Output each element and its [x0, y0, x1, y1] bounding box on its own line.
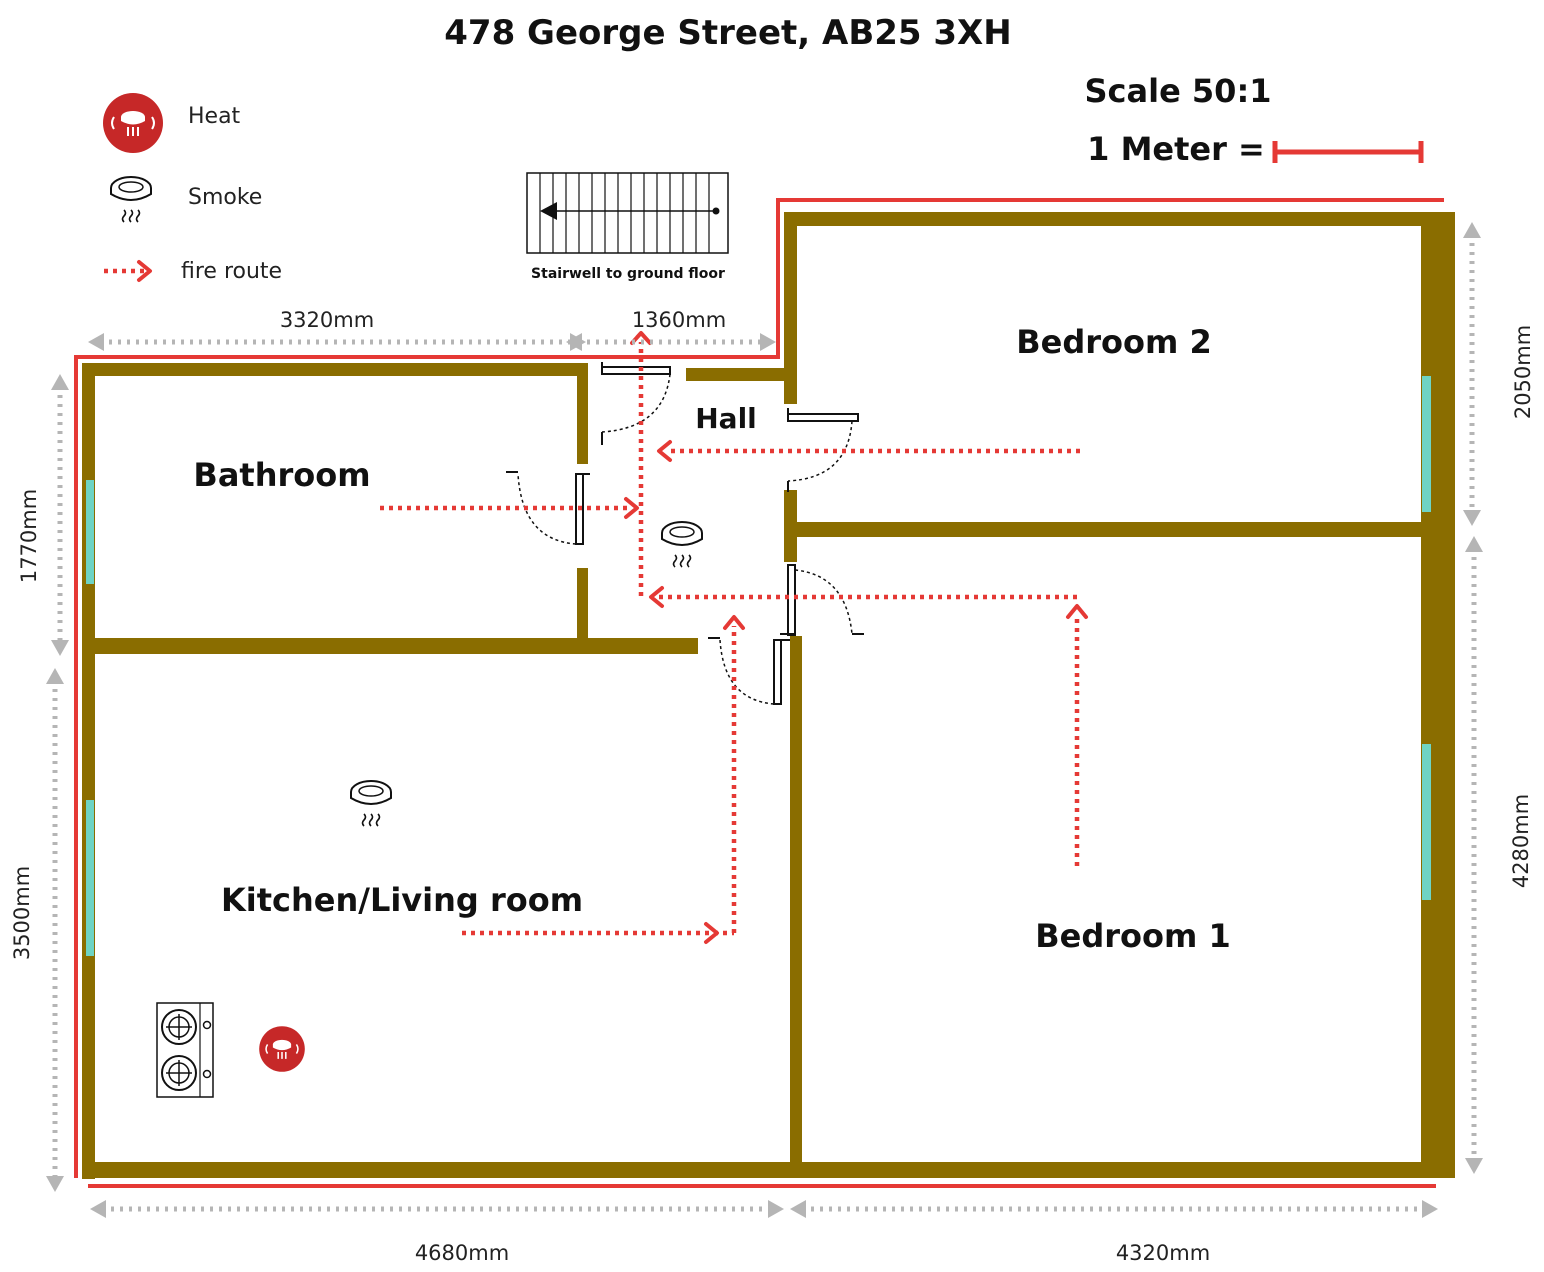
dimension-right-lower-label: 4280mm	[1509, 794, 1533, 888]
windows	[86, 376, 1431, 956]
dimension-right-upper	[1463, 222, 1481, 526]
room-label-hall: Hall	[695, 402, 757, 435]
legend-smoke-label: Smoke	[188, 185, 262, 210]
room-label-kitchen: Kitchen/Living room	[221, 881, 583, 919]
legend-smoke-icon	[110, 176, 152, 223]
room-label-bedroom1: Bedroom 1	[1035, 917, 1231, 955]
dimension-bottom-right-label: 4320mm	[1116, 1241, 1210, 1265]
dimension-left-upper	[51, 374, 69, 656]
fire-route-bedroom1	[649, 586, 1088, 866]
fire-route-bathroom	[380, 497, 639, 519]
hob-icon	[156, 1002, 214, 1098]
dimension-right-upper-label: 2050mm	[1511, 325, 1535, 419]
stairs-icon	[526, 172, 729, 254]
fire-route-bedroom2	[657, 440, 1080, 462]
legend-heat-label: Heat	[188, 104, 241, 129]
kitchen-smoke-detector-icon	[350, 780, 392, 827]
walls	[82, 212, 1455, 1179]
bedroom1-door	[780, 564, 864, 636]
dimension-left-lower	[46, 668, 64, 1192]
room-label-bedroom2: Bedroom 2	[1016, 323, 1212, 361]
dimension-bottom-left	[90, 1200, 784, 1218]
dimension-right-lower	[1465, 536, 1483, 1174]
front-door	[601, 362, 671, 445]
page-title: 478 George Street, AB25 3XH	[444, 13, 1011, 53]
legend-fire-route-icon	[104, 260, 152, 282]
stairwell-label: Stairwell to ground floor	[531, 266, 725, 282]
dimension-left-lower-label: 3500mm	[10, 866, 34, 960]
external-boundary	[74, 198, 1444, 1188]
dimension-top-mid-label: 1360mm	[632, 308, 726, 332]
kitchen-door	[708, 637, 790, 705]
scale-bar	[1272, 141, 1424, 163]
dimension-top-mid	[566, 333, 776, 351]
bedroom2-door	[787, 408, 859, 492]
dimension-top-left	[88, 333, 586, 351]
dimension-left-upper-label: 1770mm	[17, 489, 41, 583]
dimension-bottom-right	[790, 1200, 1438, 1218]
scale-meter-label: 1 Meter =	[1087, 130, 1265, 168]
legend-heat-icon	[102, 92, 164, 154]
room-label-bathroom: Bathroom	[193, 456, 370, 494]
kitchen-heat-detector-icon	[258, 1025, 306, 1073]
hall-smoke-detector-icon	[661, 521, 703, 568]
legend-fire-route-label: fire route	[181, 259, 282, 284]
scale-label: Scale 50:1	[1084, 72, 1271, 110]
fire-route-kitchen	[462, 615, 745, 944]
dimension-bottom-left-label: 4680mm	[415, 1241, 509, 1265]
dimension-top-left-label: 3320mm	[280, 308, 374, 332]
